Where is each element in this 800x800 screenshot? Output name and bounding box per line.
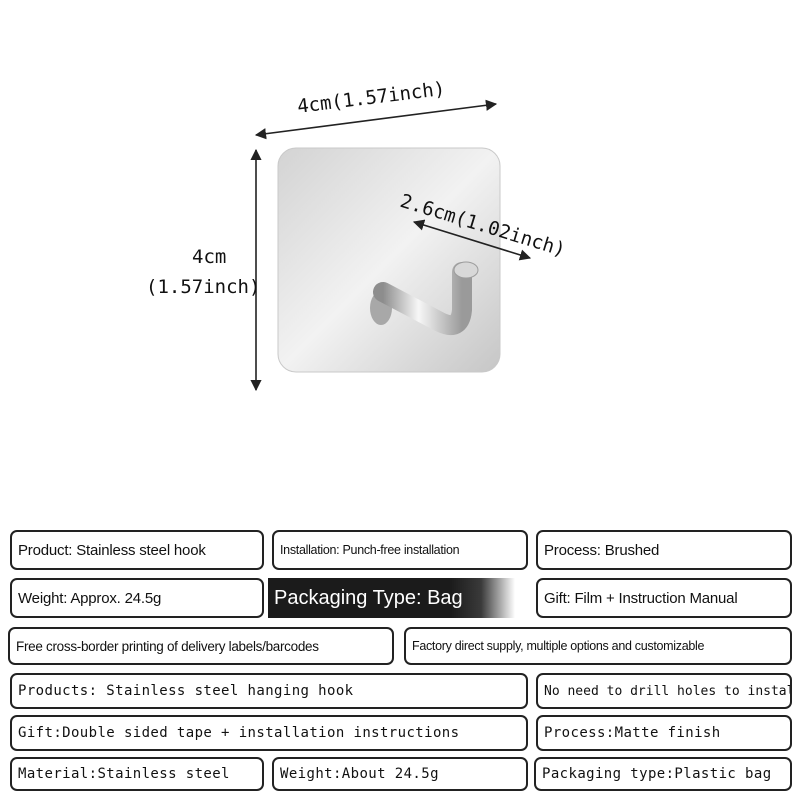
spec-products-hanging-hook: Products: Stainless steel hanging hook xyxy=(10,673,528,709)
spec-printing-text: Free cross-border printing of delivery l… xyxy=(16,638,319,654)
spec-product-text: Product: Stainless steel hook xyxy=(18,541,206,559)
hook-dimension-line xyxy=(412,219,532,261)
spec-products-hanging-hook-text: Products: Stainless steel hanging hook xyxy=(18,683,354,699)
height-label-inch: (1.57inch) xyxy=(146,276,261,298)
height-label-cm: 4cm xyxy=(192,246,227,268)
spec-material-text: Material:Stainless steel xyxy=(18,766,230,782)
spec-process-matte: Process:Matte finish xyxy=(536,715,792,751)
spec-gift-text: Gift: Film + Instruction Manual xyxy=(544,589,738,607)
spec-material: Material:Stainless steel xyxy=(10,757,264,791)
spec-printing: Free cross-border printing of delivery l… xyxy=(8,627,394,665)
spec-process-text: Process: Brushed xyxy=(544,541,660,559)
spec-process-matte-text: Process:Matte finish xyxy=(544,725,721,741)
spec-packaging-text: Packaging Type: Bag xyxy=(274,586,463,609)
spec-gift-tape-text: Gift:Double sided tape + installation in… xyxy=(18,725,460,741)
spec-weight: Weight: Approx. 24.5g xyxy=(10,578,264,618)
spec-weight-text: Weight: Approx. 24.5g xyxy=(18,589,162,607)
spec-installation: Installation: Punch-free installation xyxy=(272,530,528,570)
spec-factory-text: Factory direct supply, multiple options … xyxy=(412,639,705,653)
product-figure: 4cm(1.57inch) 4cm (1.57inch) 2.6cm(1.02i… xyxy=(146,78,568,392)
spec-factory: Factory direct supply, multiple options … xyxy=(404,627,792,665)
hook-rod xyxy=(373,262,472,335)
spec-gift: Gift: Film + Instruction Manual xyxy=(536,578,792,618)
spec-packaging-plastic-text: Packaging type:Plastic bag xyxy=(542,766,772,782)
hook-illustration xyxy=(250,99,532,392)
spec-weight-about-text: Weight:About 24.5g xyxy=(280,766,439,782)
spec-gift-tape: Gift:Double sided tape + installation in… xyxy=(10,715,528,751)
spec-installation-text: Installation: Punch-free installation xyxy=(280,543,460,557)
spec-packaging-plastic: Packaging type:Plastic bag xyxy=(534,757,792,791)
spec-product: Product: Stainless steel hook xyxy=(10,530,264,570)
spec-no-drill-text: No need to drill holes to install xyxy=(544,683,792,699)
mounting-plate xyxy=(277,147,501,373)
spec-packaging: Packaging Type: Bag xyxy=(268,578,528,618)
spec-weight-about: Weight:About 24.5g xyxy=(272,757,528,791)
spec-no-drill: No need to drill holes to install xyxy=(536,673,792,709)
spec-process: Process: Brushed xyxy=(536,530,792,570)
width-dimension-line xyxy=(254,99,498,140)
